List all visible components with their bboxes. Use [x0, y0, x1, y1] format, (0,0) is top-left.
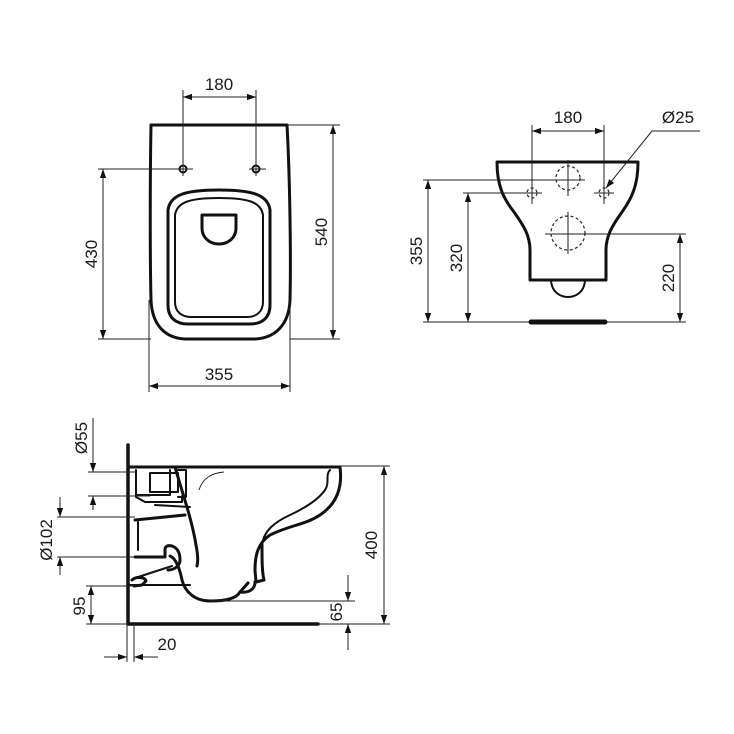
top-view: 180 540 430 355: [82, 75, 340, 392]
seat-outline: [166, 188, 272, 326]
dim-rear-height: 355: [407, 237, 426, 265]
seat-inner-outline: [174, 197, 264, 318]
rear-view: 180 Ø25 355 320 220: [407, 108, 700, 325]
flush-opening: [200, 213, 238, 246]
dim-side-inlet-diameter: Ø55: [72, 422, 91, 454]
dim-side-bottom-clearance: 65: [327, 603, 346, 622]
bowl-outline-rear: [495, 160, 640, 282]
dim-top-fixing-spacing: 180: [205, 75, 233, 94]
side-view: Ø55 Ø102 95 20 400 65: [37, 418, 390, 662]
bowl-body-side: [168, 554, 257, 603]
bowl-outline-top: [148, 123, 292, 341]
outlet-rear: [550, 280, 586, 298]
dim-rear-fixing-height: 320: [447, 244, 466, 272]
dim-top-length: 540: [312, 218, 331, 246]
dim-rear-outlet-height: 220: [659, 264, 678, 292]
dim-top-width: 355: [205, 365, 233, 384]
dim-side-outlet-bottom: 95: [70, 597, 89, 616]
dim-rear-fixing-spacing: 180: [554, 108, 582, 127]
dim-top-fixing-to-front: 430: [82, 240, 101, 268]
dim-side-bowl-height: 400: [362, 531, 381, 559]
bowl-rim-side: [128, 465, 343, 584]
dim-rear-fixing-diameter: Ø25: [662, 108, 694, 127]
dim-side-wall-gap: 20: [158, 635, 177, 654]
dim-side-outlet-diameter: Ø102: [37, 519, 56, 561]
